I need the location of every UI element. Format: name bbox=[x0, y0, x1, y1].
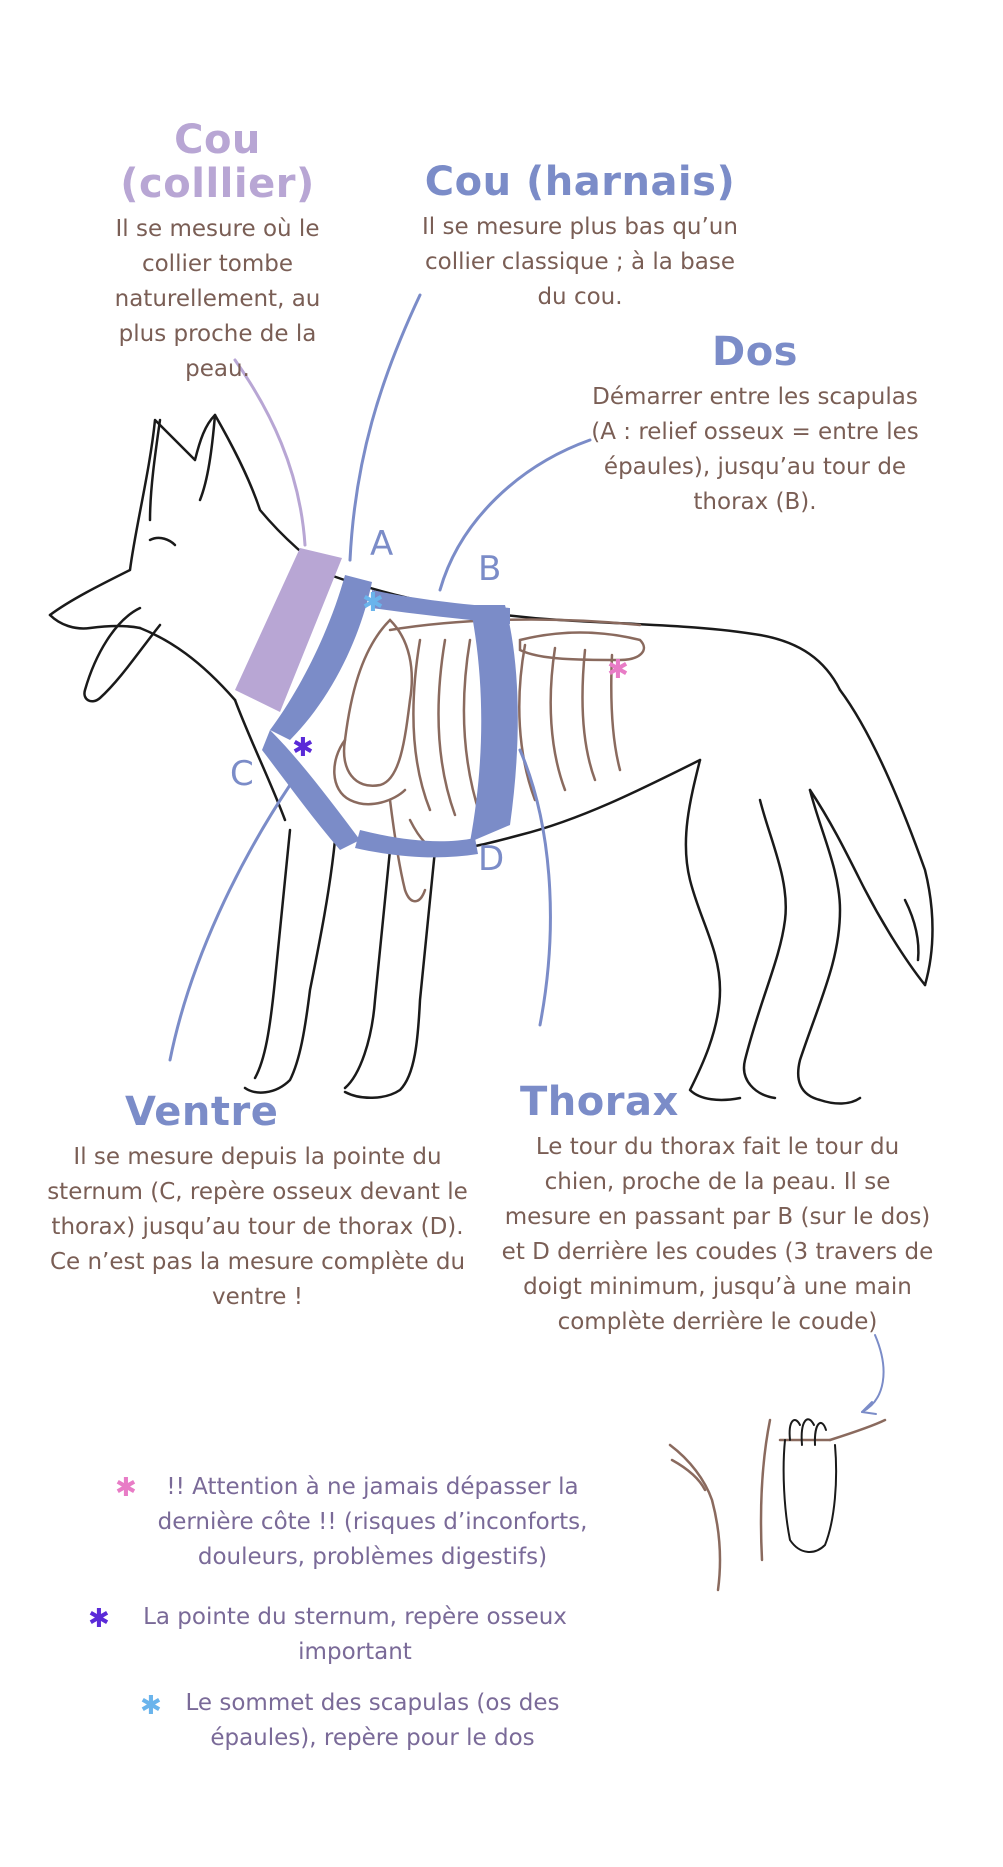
blue-star-icon: ✱ bbox=[362, 588, 384, 618]
section-cou-collier-text: Il se mesure où le collier tombe naturel… bbox=[114, 216, 321, 382]
leader-lines bbox=[168, 293, 885, 1415]
leader-cou-collier bbox=[233, 358, 307, 547]
harness bbox=[262, 575, 518, 858]
legend-blue-star-icon: ✱ bbox=[140, 1691, 162, 1721]
section-thorax: Thorax Le tour du thorax fait le tour du… bbox=[500, 1080, 935, 1340]
legend-purple-text: La pointe du sternum, repère osseux impo… bbox=[143, 1604, 567, 1665]
label-point-d: D bbox=[478, 839, 504, 879]
section-ventre: Ventre Il se mesure depuis la pointe du … bbox=[35, 1090, 480, 1315]
section-dos-title: Dos bbox=[712, 329, 798, 375]
leader-hand-arrow bbox=[861, 1334, 885, 1413]
section-ventre-text: Il se mesure depuis la pointe du sternum… bbox=[47, 1144, 468, 1310]
section-dos-text: Démarrer entre les scapulas (A : relief … bbox=[591, 384, 919, 515]
label-point-a: A bbox=[370, 524, 393, 564]
leader-thorax bbox=[518, 748, 552, 1027]
pink-star-icon: ✱ bbox=[607, 655, 629, 685]
legend-blue-text: Le sommet des scapulas (os des épaules),… bbox=[185, 1690, 560, 1751]
collar-band bbox=[235, 548, 342, 712]
section-thorax-title: Thorax bbox=[520, 1079, 679, 1125]
section-cou-collier-title: Cou (colllier) bbox=[120, 117, 315, 207]
legend-pink-text: !! Attention à ne jamais dépasser la der… bbox=[157, 1474, 588, 1570]
section-cou-collier: Cou (colllier) Il se mesure où le collie… bbox=[95, 118, 340, 387]
legend-purple-star-icon: ✱ bbox=[88, 1604, 110, 1634]
skeleton bbox=[333, 618, 646, 903]
section-ventre-title: Ventre bbox=[125, 1089, 279, 1135]
purple-star-icon: ✱ bbox=[292, 733, 314, 763]
leader-cou-harnais bbox=[348, 293, 422, 562]
label-point-c: C bbox=[230, 754, 254, 794]
dog-outline bbox=[48, 413, 934, 1105]
section-dos: Dos Démarrer entre les scapulas (A : rel… bbox=[590, 330, 920, 520]
section-thorax-text: Le tour du thorax fait le tour du chien,… bbox=[501, 1134, 934, 1335]
section-cou-harnais: Cou (harnais) Il se mesure plus bas qu’u… bbox=[420, 160, 740, 315]
leader-dos bbox=[438, 438, 592, 592]
section-cou-harnais-text: Il se mesure plus bas qu’un collier clas… bbox=[422, 214, 738, 310]
legend-pink-star-icon: ✱ bbox=[115, 1473, 137, 1503]
leader-ventre bbox=[168, 783, 292, 1062]
hand-measure-icon bbox=[668, 1418, 887, 1592]
label-point-b: B bbox=[478, 549, 501, 589]
section-cou-harnais-title: Cou (harnais) bbox=[424, 159, 736, 205]
